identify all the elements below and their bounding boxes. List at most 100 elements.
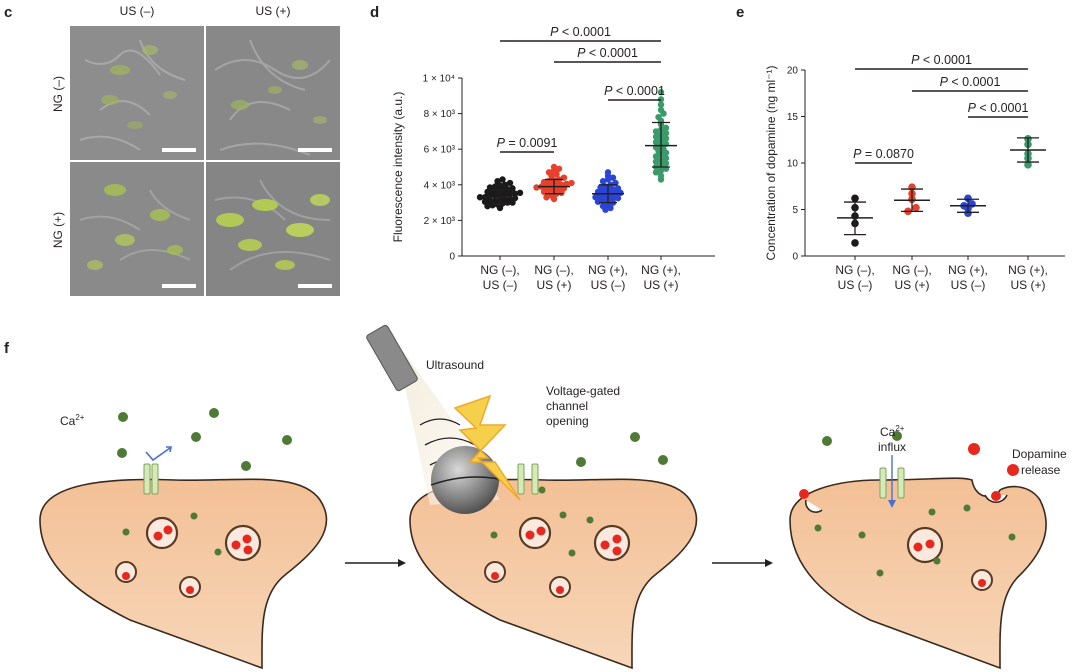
micrograph-ng-plus-us-minus [70,162,204,296]
y-axis-label: Concentration of dopamine (ng ml⁻¹) [764,65,778,260]
col-header-us-minus: US (–) [120,4,155,18]
ion-channel-open [531,463,539,495]
channel-opening-label-1: Voltage-gated [546,384,620,398]
vesicle [145,516,179,550]
vesicle [224,524,262,562]
y-tick-label: 6 × 10³ [424,145,456,156]
nanogenerator-sphere [431,446,499,514]
panel-label-d: d [370,4,379,21]
data-point [501,181,509,188]
y-tick-label: 10 [787,159,799,170]
transition-arrow [345,559,406,567]
data-point [486,197,494,205]
x-tick-label: US (–) [951,278,986,292]
x-tick-label: US (–) [483,278,518,292]
y-tick-label: 1 × 10⁴ [423,74,455,85]
vesicle [518,516,552,550]
vesicle [906,526,944,564]
x-tick-label: US (+) [1010,278,1045,292]
x-tick-label: NG (–), [480,263,519,277]
x-tick-label: US (–) [838,278,873,292]
data-point [506,179,514,187]
y-tick-label: 0 [792,252,798,263]
y-tick-label: 5 [792,205,798,216]
channel-opening-label-3: opening [546,414,589,428]
p-value-label: P < 0.0001 [550,25,611,39]
p-value-label: P = 0.0870 [853,147,914,161]
data-point [614,185,622,192]
p-value-label: P < 0.0001 [940,75,1001,89]
data-point [912,203,920,212]
calcium-ions [490,432,668,557]
data-point [491,197,499,205]
calcium-ions [117,408,292,556]
y-tick-label: 8 × 10³ [424,109,456,120]
transition-arrow [712,559,773,567]
x-tick-label: US (–) [591,278,626,292]
scale-bar [162,284,196,288]
data-point [568,179,575,187]
micrograph-ng-minus-us-plus [206,26,340,160]
calcium-ions [814,431,1016,577]
data-point [494,178,501,185]
ultrasound-label: Ultrasound [426,358,484,372]
data-point [662,160,670,167]
scale-bar [298,148,332,152]
ion-channel-closed [151,463,159,495]
data-point [657,172,665,180]
data-point [491,183,499,190]
panel-label-f: f [4,340,10,357]
panel-c: c US (–) US (+) NG (–) NG (+) [4,4,340,296]
data-point [662,154,670,162]
data-point [662,135,670,142]
x-tick-label: US (+) [894,278,929,292]
data-point [1024,161,1032,169]
y-axis-label: Fluorescence intensity (a.u.) [391,92,405,243]
data-point [540,178,548,186]
x-tick-label: NG (–), [835,263,874,277]
data-point [550,163,558,171]
data-point [592,194,599,201]
neuron-terminal-release: Ca2+ influx Dopamine release [789,424,1067,670]
data-point [851,239,859,247]
p-value-label: P < 0.0001 [577,46,638,60]
ion-channel-closed [143,463,151,495]
ca-influx-label-1: Ca2+ [880,424,905,439]
panel-label-c: c [4,4,12,21]
dopamine-release-label-1: Dopamine [1012,447,1067,461]
ion-channel-open [879,467,887,499]
neuron-terminal-resting: Ca2+ [39,408,328,670]
data-point [657,106,665,114]
data-point [655,113,662,121]
data-point [563,180,570,188]
micrograph-ng-plus-us-plus [206,162,340,296]
x-tick-label: NG (+), [588,263,628,277]
p-value-label: P < 0.0001 [604,84,665,98]
data-point [511,190,519,197]
data-point [555,165,563,172]
panel-label-e: e [736,4,744,21]
data-point [509,185,516,192]
ion-channel-open [897,467,905,499]
x-tick-label: US (+) [643,278,678,292]
dopamine-molecules [799,443,1019,501]
data-point [599,202,607,210]
data-point [481,198,489,205]
p-value-label: P < 0.0001 [968,101,1029,115]
x-tick-label: US (+) [536,278,571,292]
panel-f: f Ca2+ [4,324,1067,670]
data-point [543,194,550,201]
data-point [516,189,524,197]
data-point [604,169,612,176]
data-point [545,169,553,176]
scale-bar [162,148,196,152]
channel-opening-label-2: channel [546,399,588,413]
lightning-icon [453,394,521,501]
data-point [476,194,484,201]
data-point [652,153,660,160]
y-tick-label: 0 [449,252,455,263]
